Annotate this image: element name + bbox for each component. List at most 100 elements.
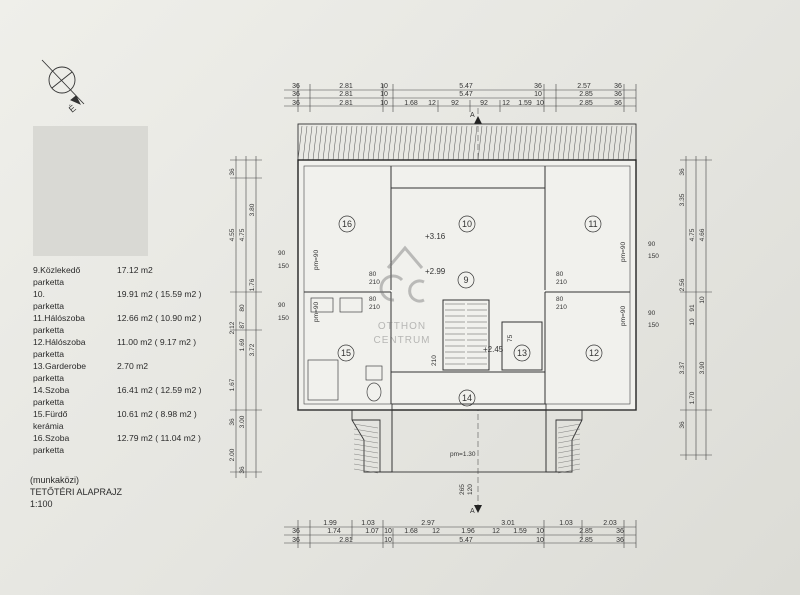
legend-row: parketta (30, 397, 230, 409)
roof-hatch-line (447, 125, 453, 161)
dim-label: 5.47 (459, 91, 473, 98)
roof-hatch-line (317, 125, 323, 161)
dim-label: 1.59 (518, 100, 532, 107)
dim-label: 1.69 (239, 338, 246, 351)
dim-label: 2.81 (339, 100, 353, 107)
dim-label: 3.72 (249, 343, 256, 356)
roof-hatch-line (602, 125, 608, 161)
legend-row: kerámia (30, 421, 230, 433)
dim-label: 36 (292, 91, 300, 98)
roof-hatch-line (502, 125, 508, 161)
roof-hatch-line (622, 125, 628, 161)
roof-hatch-line (347, 125, 353, 161)
dim-label: 2.56 (679, 278, 686, 291)
dim-label: 36 (292, 537, 300, 544)
roof-hatch-line (577, 125, 583, 161)
dim-label: 3.37 (679, 361, 686, 374)
dim-label: 3.80 (249, 203, 256, 216)
roof-hatch-line (377, 125, 383, 161)
dim-label: 12 (432, 528, 440, 535)
roof-hatch-line (437, 125, 443, 161)
roof-hatch-line (507, 125, 513, 161)
title-note: (munkaközi) (30, 475, 80, 485)
dim-label: 2.85 (579, 100, 593, 107)
opening-label: 80 (556, 296, 564, 303)
room-floor: parketta (33, 325, 65, 335)
roof-hatch-line (353, 433, 379, 439)
dim-label: 91 (689, 304, 696, 312)
level-label: +2.99 (425, 267, 446, 276)
roof-hatch-line (572, 125, 578, 161)
legend-row: parketta (30, 325, 230, 337)
dim-label: 3.35 (679, 193, 686, 206)
dim-label: 10 (380, 83, 388, 90)
roof-hatch-line (442, 125, 448, 161)
roof-hatch-line (512, 125, 518, 161)
dim-label: 2.81 (339, 83, 353, 90)
level-markers: +3.16 +2.99 +2.45 (425, 232, 504, 354)
room-floor: kerámia (33, 421, 64, 431)
legend-row: 10.19.91 m2 ( 15.59 m2 ) (30, 289, 230, 301)
roof-hatch-line (392, 125, 398, 161)
roof-hatch-line (353, 423, 379, 429)
roof-hatch-line (557, 433, 581, 439)
roof-hatch-line (537, 125, 543, 161)
redacted-stamp-area (33, 126, 148, 256)
roof-hatch-line (582, 125, 588, 161)
roof-hatch-line (353, 438, 379, 444)
level-label: +2.45 (483, 345, 504, 354)
roof-hatch-line (587, 125, 593, 161)
compass-icon (41, 59, 85, 105)
watermark-line: CENTRUM (373, 335, 431, 346)
opening-label: 80 (369, 271, 377, 278)
dim-label: 2.81 (339, 537, 353, 544)
roof-hatch-line (522, 125, 528, 161)
opening-label: 265 (459, 484, 466, 495)
room-area: 11.00 m2 ( 9.17 m2 ) (117, 337, 197, 347)
roof-hatch-line (557, 463, 581, 469)
room-floor: parketta (33, 445, 65, 455)
dim-label: 36 (616, 528, 624, 535)
roof-hatch-line (462, 125, 468, 161)
roof-hatch-line (337, 125, 343, 161)
watermark-line: OTTHON (377, 321, 427, 332)
roof-hatch-line (387, 125, 393, 161)
roof-hatch-line (457, 125, 463, 161)
roof-hatch-line (367, 125, 373, 161)
opening-label: 80 (369, 296, 377, 303)
dim-label: 36 (239, 466, 246, 474)
dim-label: 1.99 (323, 520, 337, 527)
opening-label: 80 (556, 271, 564, 278)
legend-row: parketta (30, 349, 230, 361)
dim-label: 36 (614, 83, 622, 90)
dim-label: 1.59 (513, 528, 527, 535)
roof-hatch-line (567, 125, 573, 161)
room-name: 10. (33, 289, 45, 299)
room-floor: parketta (33, 349, 65, 359)
dim-label: 87 (239, 321, 246, 329)
dim-label: 5.47 (459, 83, 473, 90)
opening-label: 210 (556, 304, 567, 311)
roof-hatch-line (472, 125, 478, 161)
legend-row: parketta (30, 277, 230, 289)
roof-hatch-line (482, 125, 488, 161)
dim-label: 36 (679, 421, 686, 429)
roof-hatch-line (402, 125, 408, 161)
roof-hatch-line (557, 438, 581, 444)
dim-label: 1.68 (404, 528, 418, 535)
roof-hatch-line (627, 125, 633, 161)
dim-label: 1.70 (689, 391, 696, 404)
right-dimensions (680, 156, 712, 460)
room-number: 14 (462, 393, 472, 403)
opening-label: pm=90 (620, 306, 627, 326)
room-number-labels: 16 10 11 9 15 13 12 14 (337, 215, 603, 407)
bathroom-fixtures (307, 297, 383, 402)
roof-hatch-line (332, 125, 338, 161)
roof-hatch-line (322, 125, 328, 161)
dim-label: 3.01 (501, 520, 515, 527)
